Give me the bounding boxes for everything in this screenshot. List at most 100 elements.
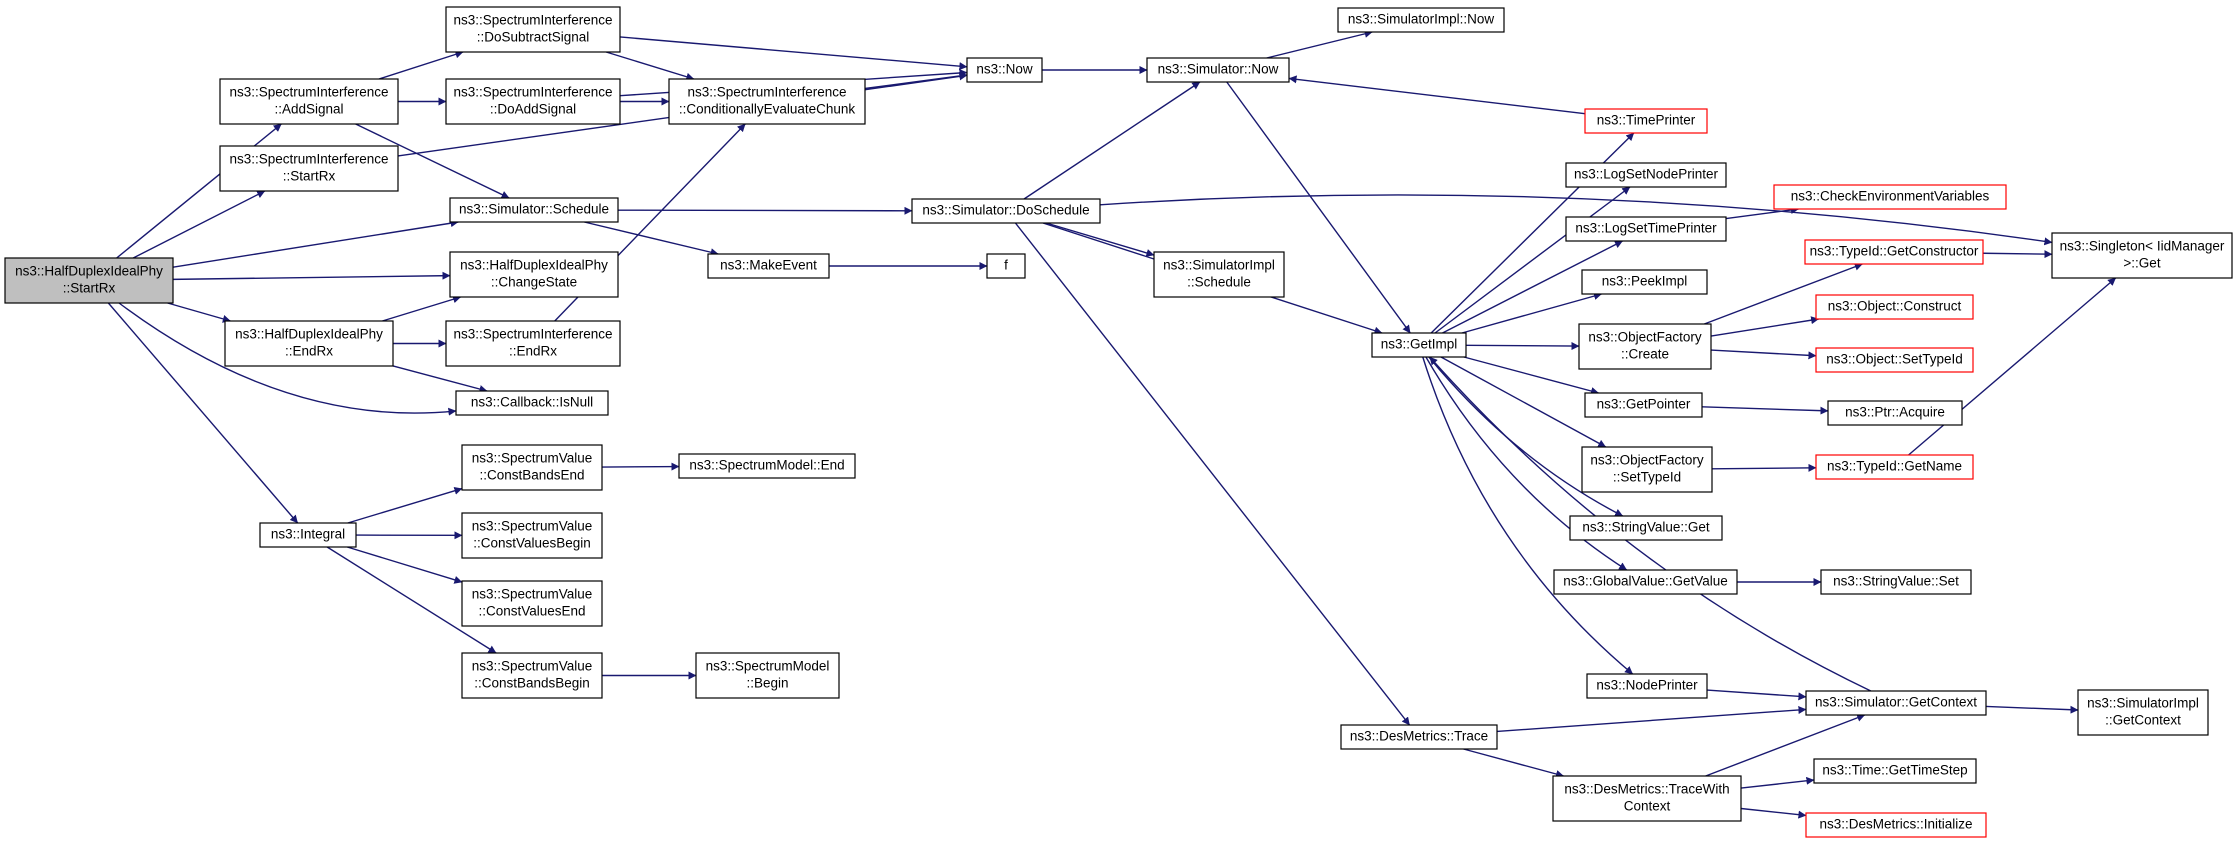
node-obj_construct[interactable]: ns3::Object::Construct [1815,294,1974,320]
node-box-start_rx [4,257,174,304]
edge-getimpl-to-of_settypeid [1440,356,1607,448]
node-of_settypeid[interactable]: ns3::ObjectFactory::SetTypeId [1581,446,1713,493]
node-simimpl_schedule[interactable]: ns3::SimulatorImpl::Schedule [1153,251,1285,298]
edge-of_create-to-obj_construct [1710,316,1820,337]
node-checkenv[interactable]: ns3::CheckEnvironmentVariables [1773,184,2007,210]
node-si_startrx[interactable]: ns3::SpectrumInterference::StartRx [219,145,399,192]
node-sim_doschedule[interactable]: ns3::Simulator::DoSchedule [911,198,1101,224]
node-simimpl_now[interactable]: ns3::SimulatorImpl::Now [1337,7,1505,33]
node-label-start_rx-0: ns3::HalfDuplexIdealPhy [15,264,163,279]
node-label-si_dosub-0: ns3::SpectrumInterference [453,13,612,28]
node-stringvalue_get[interactable]: ns3::StringValue::Get [1569,515,1723,541]
node-now[interactable]: ns3::Now [966,57,1043,83]
node-sv_cbb[interactable]: ns3::SpectrumValue::ConstBandsBegin [461,652,603,699]
edge-sim_now-to-simimpl_now [1266,29,1373,59]
node-box-obj_settypeid [1815,347,1974,373]
node-cb_isnull[interactable]: ns3::Callback::IsNull [455,390,609,416]
node-box-nodeprinter [1586,673,1708,699]
node-time_gettimestep[interactable]: ns3::Time::GetTimeStep [1813,758,1977,784]
edge-timeprinter-to-sim_now [1288,75,1586,115]
node-label-des_trace-0: ns3::DesMetrics::Trace [1350,729,1488,744]
node-ptr_acquire[interactable]: ns3::Ptr::Acquire [1827,400,1963,426]
node-sim_schedule[interactable]: ns3::Simulator::Schedule [449,197,619,223]
node-sm_begin[interactable]: ns3::SpectrumModel::Begin [695,652,840,699]
node-label-sim_now-0: ns3::Simulator::Now [1158,62,1279,77]
node-start_rx[interactable]: ns3::HalfDuplexIdealPhy::StartRx [4,257,174,304]
node-box-of_create [1578,323,1712,370]
node-si_dosub[interactable]: ns3::SpectrumInterference::DoSubtractSig… [445,6,621,53]
node-logsettime[interactable]: ns3::LogSetTimePrinter [1565,216,1727,242]
node-sv_cve[interactable]: ns3::SpectrumValue::ConstValuesEnd [461,580,603,627]
node-label-hdp_changestate-1: ::ChangeState [491,275,577,290]
node-sv_cbe[interactable]: ns3::SpectrumValue::ConstBandsEnd [461,444,603,491]
node-label-checkenv-0: ns3::CheckEnvironmentVariables [1791,189,1990,204]
node-box-cb_isnull [455,390,609,416]
node-des_initialize[interactable]: ns3::DesMetrics::Initialize [1805,812,1987,838]
node-sim_now[interactable]: ns3::Simulator::Now [1146,57,1290,83]
node-box-des_initialize [1805,812,1987,838]
edge-si_addsignal-to-sim_schedule [355,123,510,199]
node-simimpl_getcontext[interactable]: ns3::SimulatorImpl::GetContext [2077,689,2209,736]
node-f[interactable]: f [986,253,1026,279]
node-box-getpointer [1584,392,1703,418]
node-box-logsettime [1565,216,1727,242]
node-obj_settypeid[interactable]: ns3::Object::SetTypeId [1815,347,1974,373]
node-si_cond[interactable]: ns3::SpectrumInterference::Conditionally… [668,78,866,125]
node-singleton_get[interactable]: ns3::Singleton< IidManager >::Get [2051,232,2233,279]
node-typeid_getname[interactable]: ns3::TypeId::GetName [1815,454,1974,480]
node-timeprinter[interactable]: ns3::TimePrinter [1584,108,1708,134]
node-box-gv_getvalue [1553,569,1738,595]
node-box-stringvalue_set [1820,569,1972,595]
node-label-si_addsignal-1: ::AddSignal [274,102,343,117]
edge-logsettime-to-checkenv [1725,206,1799,220]
node-label-obj_settypeid-0: ns3::Object::SetTypeId [1826,352,1963,367]
node-hdp_changestate[interactable]: ns3::HalfDuplexIdealPhy::ChangeState [449,251,619,298]
node-label-now-0: ns3::Now [976,62,1033,77]
node-makeevent[interactable]: ns3::MakeEvent [707,253,830,279]
node-nodeprinter[interactable]: ns3::NodePrinter [1586,673,1708,699]
node-sm_end[interactable]: ns3::SpectrumModel::End [678,453,856,479]
node-box-typeid_getctor [1804,239,1984,265]
node-label-si_endrx-1: ::EndRx [509,344,557,359]
node-box-singleton_get [2051,232,2233,279]
node-integral[interactable]: ns3::Integral [259,522,357,548]
node-label-logsettime-0: ns3::LogSetTimePrinter [1575,221,1717,236]
node-des_trace[interactable]: ns3::DesMetrics::Trace [1340,724,1498,750]
node-peekimpl[interactable]: ns3::PeekImpl [1581,269,1708,295]
edge-of_create-to-typeid_getctor [1704,262,1863,325]
edge-sim_getcontext-to-simimpl_getcontext [1985,705,2079,714]
node-box-makeevent [707,253,830,279]
node-si_endrx[interactable]: ns3::SpectrumInterference::EndRx [445,320,621,367]
node-label-typeid_getname-0: ns3::TypeId::GetName [1827,459,1962,474]
edge-integral-to-sv_cbb [326,546,497,654]
nodes-layer: ns3::HalfDuplexIdealPhy::StartRxns3::Spe… [4,6,2233,838]
node-box-sv_cve [461,580,603,627]
node-typeid_getctor[interactable]: ns3::TypeId::GetConstructor [1804,239,1984,265]
node-of_create[interactable]: ns3::ObjectFactory::Create [1578,323,1712,370]
node-label-ptr_acquire-0: ns3::Ptr::Acquire [1845,405,1945,420]
node-getimpl[interactable]: ns3::GetImpl [1371,332,1467,358]
edge-sim_schedule-to-sim_doschedule [617,206,913,215]
node-label-simimpl_schedule-0: ns3::SimulatorImpl [1163,258,1275,273]
node-getpointer[interactable]: ns3::GetPointer [1584,392,1703,418]
node-box-obj_construct [1815,294,1974,320]
node-label-makeevent-0: ns3::MakeEvent [720,258,817,273]
node-si_addsignal[interactable]: ns3::SpectrumInterference::AddSignal [219,78,399,125]
node-gv_getvalue[interactable]: ns3::GlobalValue::GetValue [1553,569,1738,595]
node-si_doadd[interactable]: ns3::SpectrumInterference::DoAddSignal [445,78,621,125]
node-sim_getcontext[interactable]: ns3::Simulator::GetContext [1805,690,1987,716]
node-hdp_endrx[interactable]: ns3::HalfDuplexIdealPhy::EndRx [224,320,394,367]
node-box-si_startrx [219,145,399,192]
node-label-hdp_endrx-0: ns3::HalfDuplexIdealPhy [235,327,383,342]
node-label-simimpl_schedule-1: ::Schedule [1187,275,1251,290]
node-stringvalue_set[interactable]: ns3::StringValue::Set [1820,569,1972,595]
node-label-sm_end-0: ns3::SpectrumModel::End [689,458,844,473]
edge-start_rx-to-cb_isnull [118,302,457,416]
node-box-simimpl_schedule [1153,251,1285,298]
node-sv_cvb[interactable]: ns3::SpectrumValue::ConstValuesBegin [461,512,603,559]
node-label-hdp_changestate-0: ns3::HalfDuplexIdealPhy [460,258,608,273]
node-box-si_cond [668,78,866,125]
node-logsetnode[interactable]: ns3::LogSetNodePrinter [1565,162,1727,188]
edge-start_rx-to-hdp_changestate [172,271,451,281]
